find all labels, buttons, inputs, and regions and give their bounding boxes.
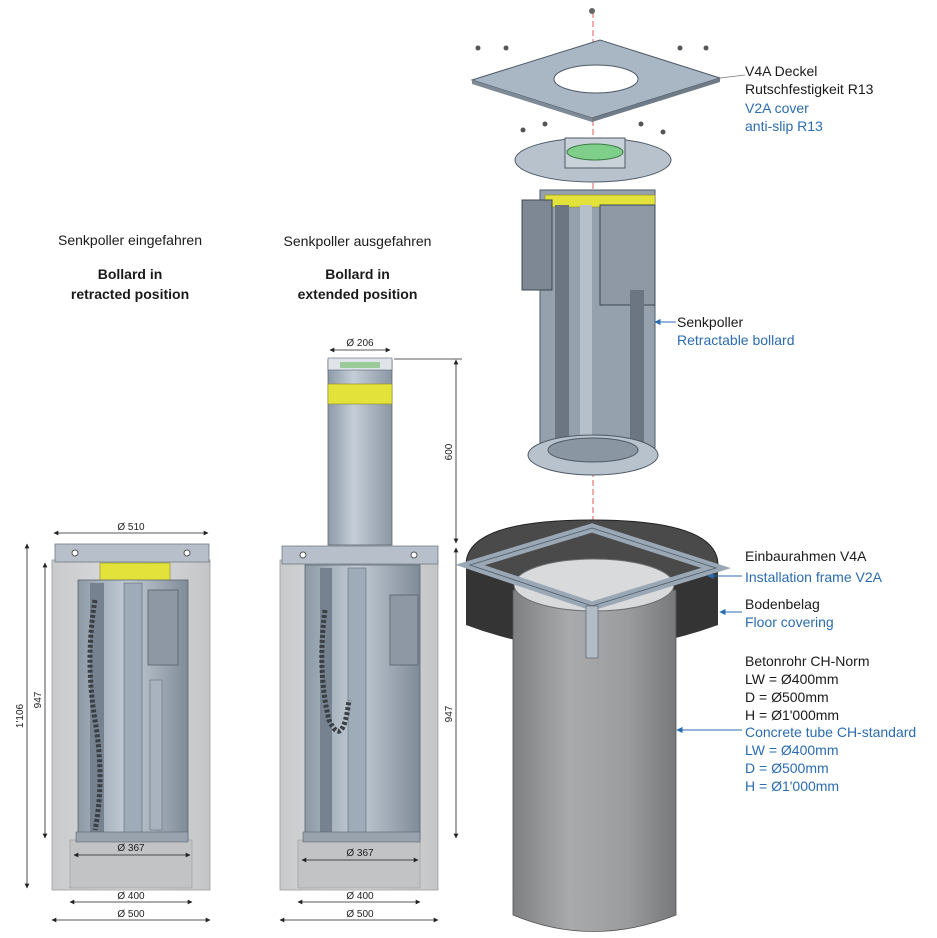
callout-cover-en-2: anti-slip R13	[745, 118, 823, 134]
callout-cover-de-1: V4A Deckel	[745, 63, 818, 79]
callout-cover-en-1: V2A cover	[745, 100, 809, 116]
middle-dimensions: Ø 206 600 947 Ø 367 Ø 400 Ø 500	[279, 338, 462, 923]
dim-left-inner-dia: Ø 367	[117, 843, 145, 854]
dim-left-top-dia: Ø 510	[117, 522, 145, 533]
dim-mid-post-height: 600	[444, 443, 455, 460]
callout-cover-de-2: Rutschfestigkeit R13	[745, 81, 874, 97]
exploded-view	[455, 8, 731, 932]
dim-mid-base-dia: Ø 400	[346, 891, 374, 902]
installation-frame	[455, 523, 731, 659]
dim-left-height-total: 1'106	[15, 703, 26, 728]
heading-extended-en-1: Bollard in	[325, 266, 390, 282]
dim-left-outer-dia: Ø 500	[117, 909, 145, 920]
dim-left-height: 947	[33, 691, 44, 708]
callout-bollard-de: Senkpoller	[677, 314, 744, 330]
dim-left-base-dia: Ø 400	[117, 891, 145, 902]
heading-retracted-de: Senkpoller eingefahren	[58, 232, 202, 248]
callout-bollard-en: Retractable bollard	[677, 332, 795, 348]
callout-frame-de: Einbaurahmen V4A	[745, 548, 867, 564]
heading-extended-de: Senkpoller ausgefahren	[283, 233, 432, 249]
callout-tube-de-lw: LW = Ø400mm	[745, 671, 839, 687]
dim-mid-outer-dia: Ø 500	[346, 909, 374, 920]
bollard-unit	[514, 137, 672, 476]
callout-tube-en-h: H = Ø1'000mm	[745, 778, 840, 794]
dim-mid-inner-dia: Ø 367	[346, 848, 374, 859]
callout-tube-de-d: D = Ø500mm	[745, 689, 829, 705]
heading-extended-en-2: extended position	[297, 286, 418, 302]
callout-frame-en: Installation frame V2A	[745, 569, 882, 585]
callout-floor-en: Floor covering	[745, 614, 834, 630]
dim-mid-post-dia: Ø 206	[346, 338, 374, 349]
dim-mid-height: 947	[444, 705, 455, 722]
callout-tube-de: Betonrohr CH-Norm	[745, 653, 870, 669]
callout-leaders	[654, 74, 746, 734]
callout-tube-en: Concrete tube CH-standard	[745, 724, 917, 740]
retracted-bollard-section	[51, 543, 211, 891]
cover-plate	[470, 39, 722, 122]
heading-retracted-en-1: Bollard in	[97, 266, 163, 282]
callout-floor-de: Bodenbelag	[745, 596, 820, 612]
callout-tube-en-lw: LW = Ø400mm	[745, 742, 839, 758]
callout-tube-en-d: D = Ø500mm	[745, 760, 829, 776]
heading-retracted-en-2: retracted position	[70, 286, 190, 302]
left-dimensions: Ø 510 1'106 947 Ø 367 Ø 400 Ø 500	[15, 522, 211, 923]
callout-tube-de-h: H = Ø1'000mm	[745, 707, 840, 723]
extended-bollard-section	[279, 357, 439, 891]
